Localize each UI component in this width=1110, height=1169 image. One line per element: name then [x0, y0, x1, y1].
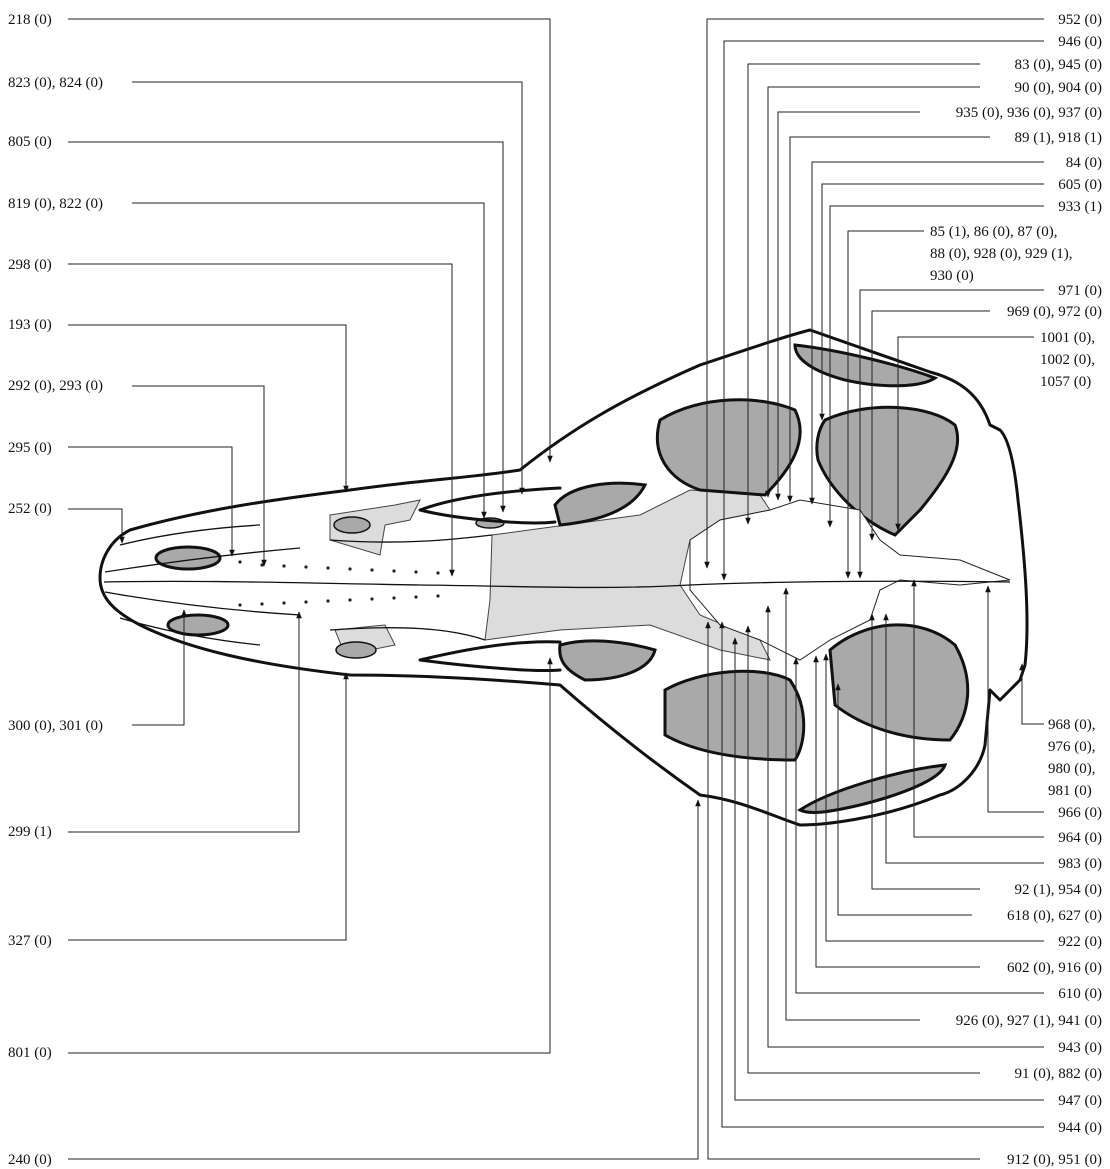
label-952-text: 952 (0)	[1058, 12, 1102, 28]
label-1001-line-2: 1002 (0),	[1040, 352, 1095, 368]
label-292-293-text: 292 (0), 293 (0)	[8, 378, 103, 394]
label-295-text: 295 (0)	[8, 440, 52, 456]
label-85-line-3: 930 (0)	[930, 268, 974, 284]
label-966-text: 966 (0)	[1058, 805, 1102, 821]
label-92-954-text: 92 (1), 954 (0)	[1015, 882, 1102, 898]
label-85-multi-text: 85 (1), 86 (0), 87 (0), 88 (0), 928 (0),…	[930, 224, 1076, 284]
label-85-line-1: 85 (1), 86 (0), 87 (0),	[930, 224, 1057, 240]
label-943-text: 943 (0)	[1058, 1040, 1102, 1056]
label-252: 252 (0)	[8, 501, 122, 543]
choana-lower	[336, 642, 376, 658]
label-240-text: 240 (0)	[8, 1152, 52, 1168]
label-933-text: 933 (1)	[1058, 199, 1102, 215]
label-968-line-2: 976 (0),	[1048, 739, 1096, 755]
label-971-text: 971 (0)	[1058, 283, 1102, 299]
label-983-text: 983 (0)	[1058, 856, 1102, 872]
label-969-972-text: 969 (0), 972 (0)	[1007, 304, 1102, 320]
label-83-945-text: 83 (0), 945 (0)	[1015, 57, 1102, 73]
label-819-822-text: 819 (0), 822 (0)	[8, 196, 103, 212]
label-1001-line-3: 1057 (0)	[1040, 374, 1091, 390]
label-968-line-1: 968 (0),	[1048, 717, 1096, 733]
label-805: 805 (0)	[8, 134, 503, 512]
label-618-627-text: 618 (0), 627 (0)	[1007, 908, 1102, 924]
label-823-824: 823 (0), 824 (0)	[8, 75, 522, 494]
label-922-text: 922 (0)	[1058, 934, 1102, 950]
label-968-line-4: 981 (0)	[1048, 783, 1092, 799]
skull-illustration	[100, 330, 1027, 825]
label-1001-line-1: 1001 (0),	[1040, 330, 1095, 346]
label-912-951-text: 912 (0), 951 (0)	[1007, 1152, 1102, 1168]
label-91-882-text: 91 (0), 882 (0)	[1015, 1066, 1102, 1082]
label-240: 240 (0)	[8, 800, 698, 1168]
label-968-multi-text: 968 (0), 976 (0), 980 (0), 981 (0)	[1048, 717, 1099, 799]
label-89-918-text: 89 (1), 918 (1)	[1015, 130, 1102, 146]
orbit-upper-left	[657, 400, 800, 495]
label-946-text: 946 (0)	[1058, 34, 1102, 50]
label-90-904-text: 90 (0), 904 (0)	[1015, 80, 1102, 96]
label-298-text: 298 (0)	[8, 257, 52, 273]
label-935-936-937-text: 935 (0), 936 (0), 937 (0)	[956, 105, 1102, 121]
label-327-text: 327 (0)	[8, 933, 52, 949]
choana-upper	[334, 517, 370, 533]
label-968-line-3: 980 (0),	[1048, 761, 1096, 777]
label-801-text: 801 (0)	[8, 1045, 52, 1061]
label-193-text: 193 (0)	[8, 317, 52, 333]
label-964-text: 964 (0)	[1058, 830, 1102, 846]
label-805-text: 805 (0)	[8, 134, 52, 150]
label-300-301-text: 300 (0), 301 (0)	[8, 718, 103, 734]
label-84-text: 84 (0)	[1066, 155, 1102, 171]
label-327: 327 (0)	[8, 673, 346, 949]
label-299-text: 299 (1)	[8, 824, 52, 840]
label-252-text: 252 (0)	[8, 501, 52, 517]
label-926-927-941-text: 926 (0), 927 (1), 941 (0)	[956, 1013, 1102, 1029]
label-602-916-text: 602 (0), 916 (0)	[1007, 960, 1102, 976]
label-85-line-2: 88 (0), 928 (0), 929 (1),	[930, 246, 1072, 262]
label-193: 193 (0)	[8, 317, 346, 492]
label-968-976-980-981: 968 (0), 976 (0), 980 (0), 981 (0)	[1022, 664, 1099, 799]
label-823-824-text: 823 (0), 824 (0)	[8, 75, 103, 91]
label-218-text: 218 (0)	[8, 12, 52, 28]
label-605-text: 605 (0)	[1058, 177, 1102, 193]
label-1001-multi-text: 1001 (0), 1002 (0), 1057 (0)	[1040, 330, 1099, 390]
label-819-822: 819 (0), 822 (0)	[8, 196, 484, 518]
label-947-text: 947 (0)	[1058, 1093, 1102, 1109]
label-610-text: 610 (0)	[1058, 986, 1102, 1002]
label-944-text: 944 (0)	[1058, 1120, 1102, 1136]
